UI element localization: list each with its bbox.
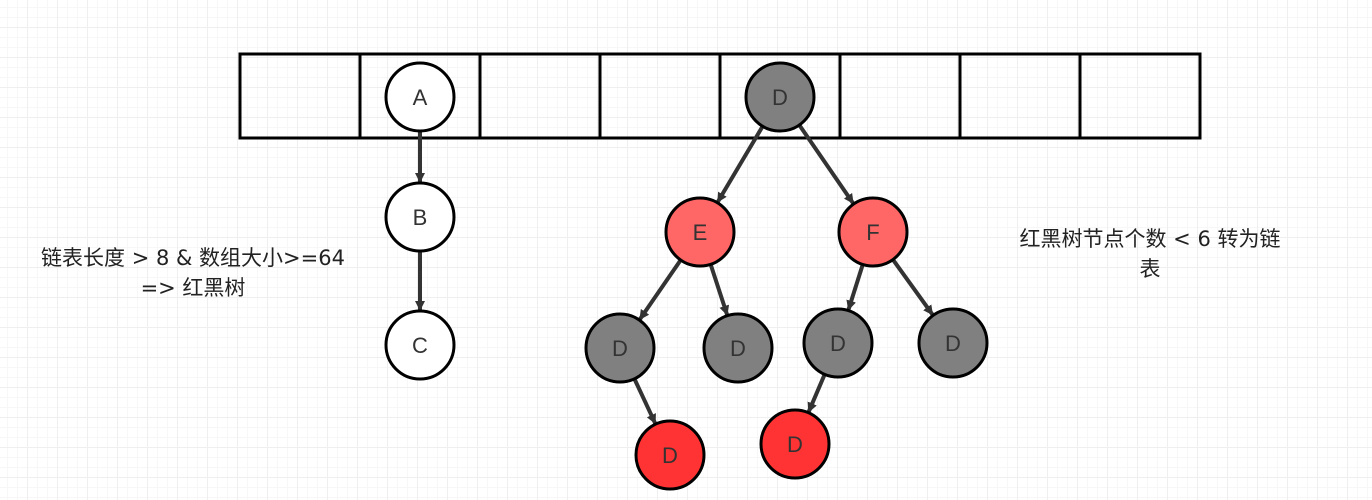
node-circle-D_leaf_2 [759, 408, 831, 480]
edges [415, 123, 935, 425]
node-label-D_leaf_2: D [787, 432, 803, 457]
node-D_e_right: D [702, 312, 774, 384]
bucket-cell-5 [838, 52, 962, 140]
edge-E-to-D_e_right [708, 263, 730, 316]
node-F: F [837, 196, 909, 268]
bucket-cell-3 [598, 52, 722, 140]
node-A: A [384, 61, 456, 133]
node-circle-D_f_left [802, 307, 874, 379]
node-circle-D_leaf_1 [634, 419, 706, 491]
bucket-cell-0 [238, 52, 362, 140]
node-label-D_leaf_1: D [662, 443, 678, 468]
node-D_e_left: D [584, 312, 656, 384]
node-label-D_f_left: D [830, 331, 846, 356]
bucket-cell-2 [478, 52, 602, 140]
node-label-B: B [413, 205, 428, 230]
node-D_leaf_1: D [634, 419, 706, 491]
node-circle-D_e_left [584, 312, 656, 384]
node-circle-C [384, 309, 456, 381]
node-circle-D_f_right [917, 307, 989, 379]
node-label-D_e_right: D [730, 336, 746, 361]
bucket-cell-6 [958, 52, 1082, 140]
nodes: A B C D E F D D D D D D [384, 61, 989, 491]
edge-F-to-D_f_left [846, 263, 865, 311]
node-circle-E [664, 196, 736, 268]
node-label-D_e_left: D [612, 336, 628, 361]
node-label-A: A [413, 85, 428, 110]
node-label-F: F [866, 220, 879, 245]
node-circle-D_e_right [702, 312, 774, 384]
node-B: B [384, 181, 456, 253]
bucket-cell-7 [1078, 52, 1202, 140]
node-E: E [664, 196, 736, 268]
node-circle-D_root [744, 61, 816, 133]
node-D_leaf_2: D [759, 408, 831, 480]
node-D_f_right: D [917, 307, 989, 379]
node-circle-F [837, 196, 909, 268]
edge-F-to-D_f_right [891, 258, 935, 316]
edge-D_f_left-to-D_leaf_2 [806, 373, 827, 413]
treeify-condition-note: 链表长度 > 8 & 数组大小>=64 => 红黑树 [8, 243, 378, 303]
node-label-E: E [693, 220, 708, 245]
edge-D_e_left-to-D_leaf_1 [632, 377, 658, 425]
node-label-D_f_right: D [945, 331, 961, 356]
node-label-C: C [412, 333, 428, 358]
node-D_f_left: D [802, 307, 874, 379]
node-D_root: D [744, 61, 816, 133]
node-circle-B [384, 181, 456, 253]
edge-D_root-to-E [716, 125, 765, 203]
bucket-array [238, 52, 1202, 140]
untreeify-condition-line2: 表 [1139, 257, 1161, 281]
edge-D_root-to-F [797, 123, 855, 205]
untreeify-condition-note: 红黑树节点个数 < 6 转为链 表 [985, 224, 1315, 284]
treeify-condition-line1: 链表长度 > 8 & 数组大小>=64 [41, 246, 345, 270]
untreeify-condition-line1: 红黑树节点个数 < 6 转为链 [1019, 227, 1281, 251]
edge-E-to-D_e_left [638, 258, 683, 321]
node-C: C [384, 309, 456, 381]
treeify-condition-line2: => 红黑树 [140, 276, 246, 300]
node-circle-A [384, 61, 456, 133]
node-label-D_root: D [772, 85, 788, 110]
